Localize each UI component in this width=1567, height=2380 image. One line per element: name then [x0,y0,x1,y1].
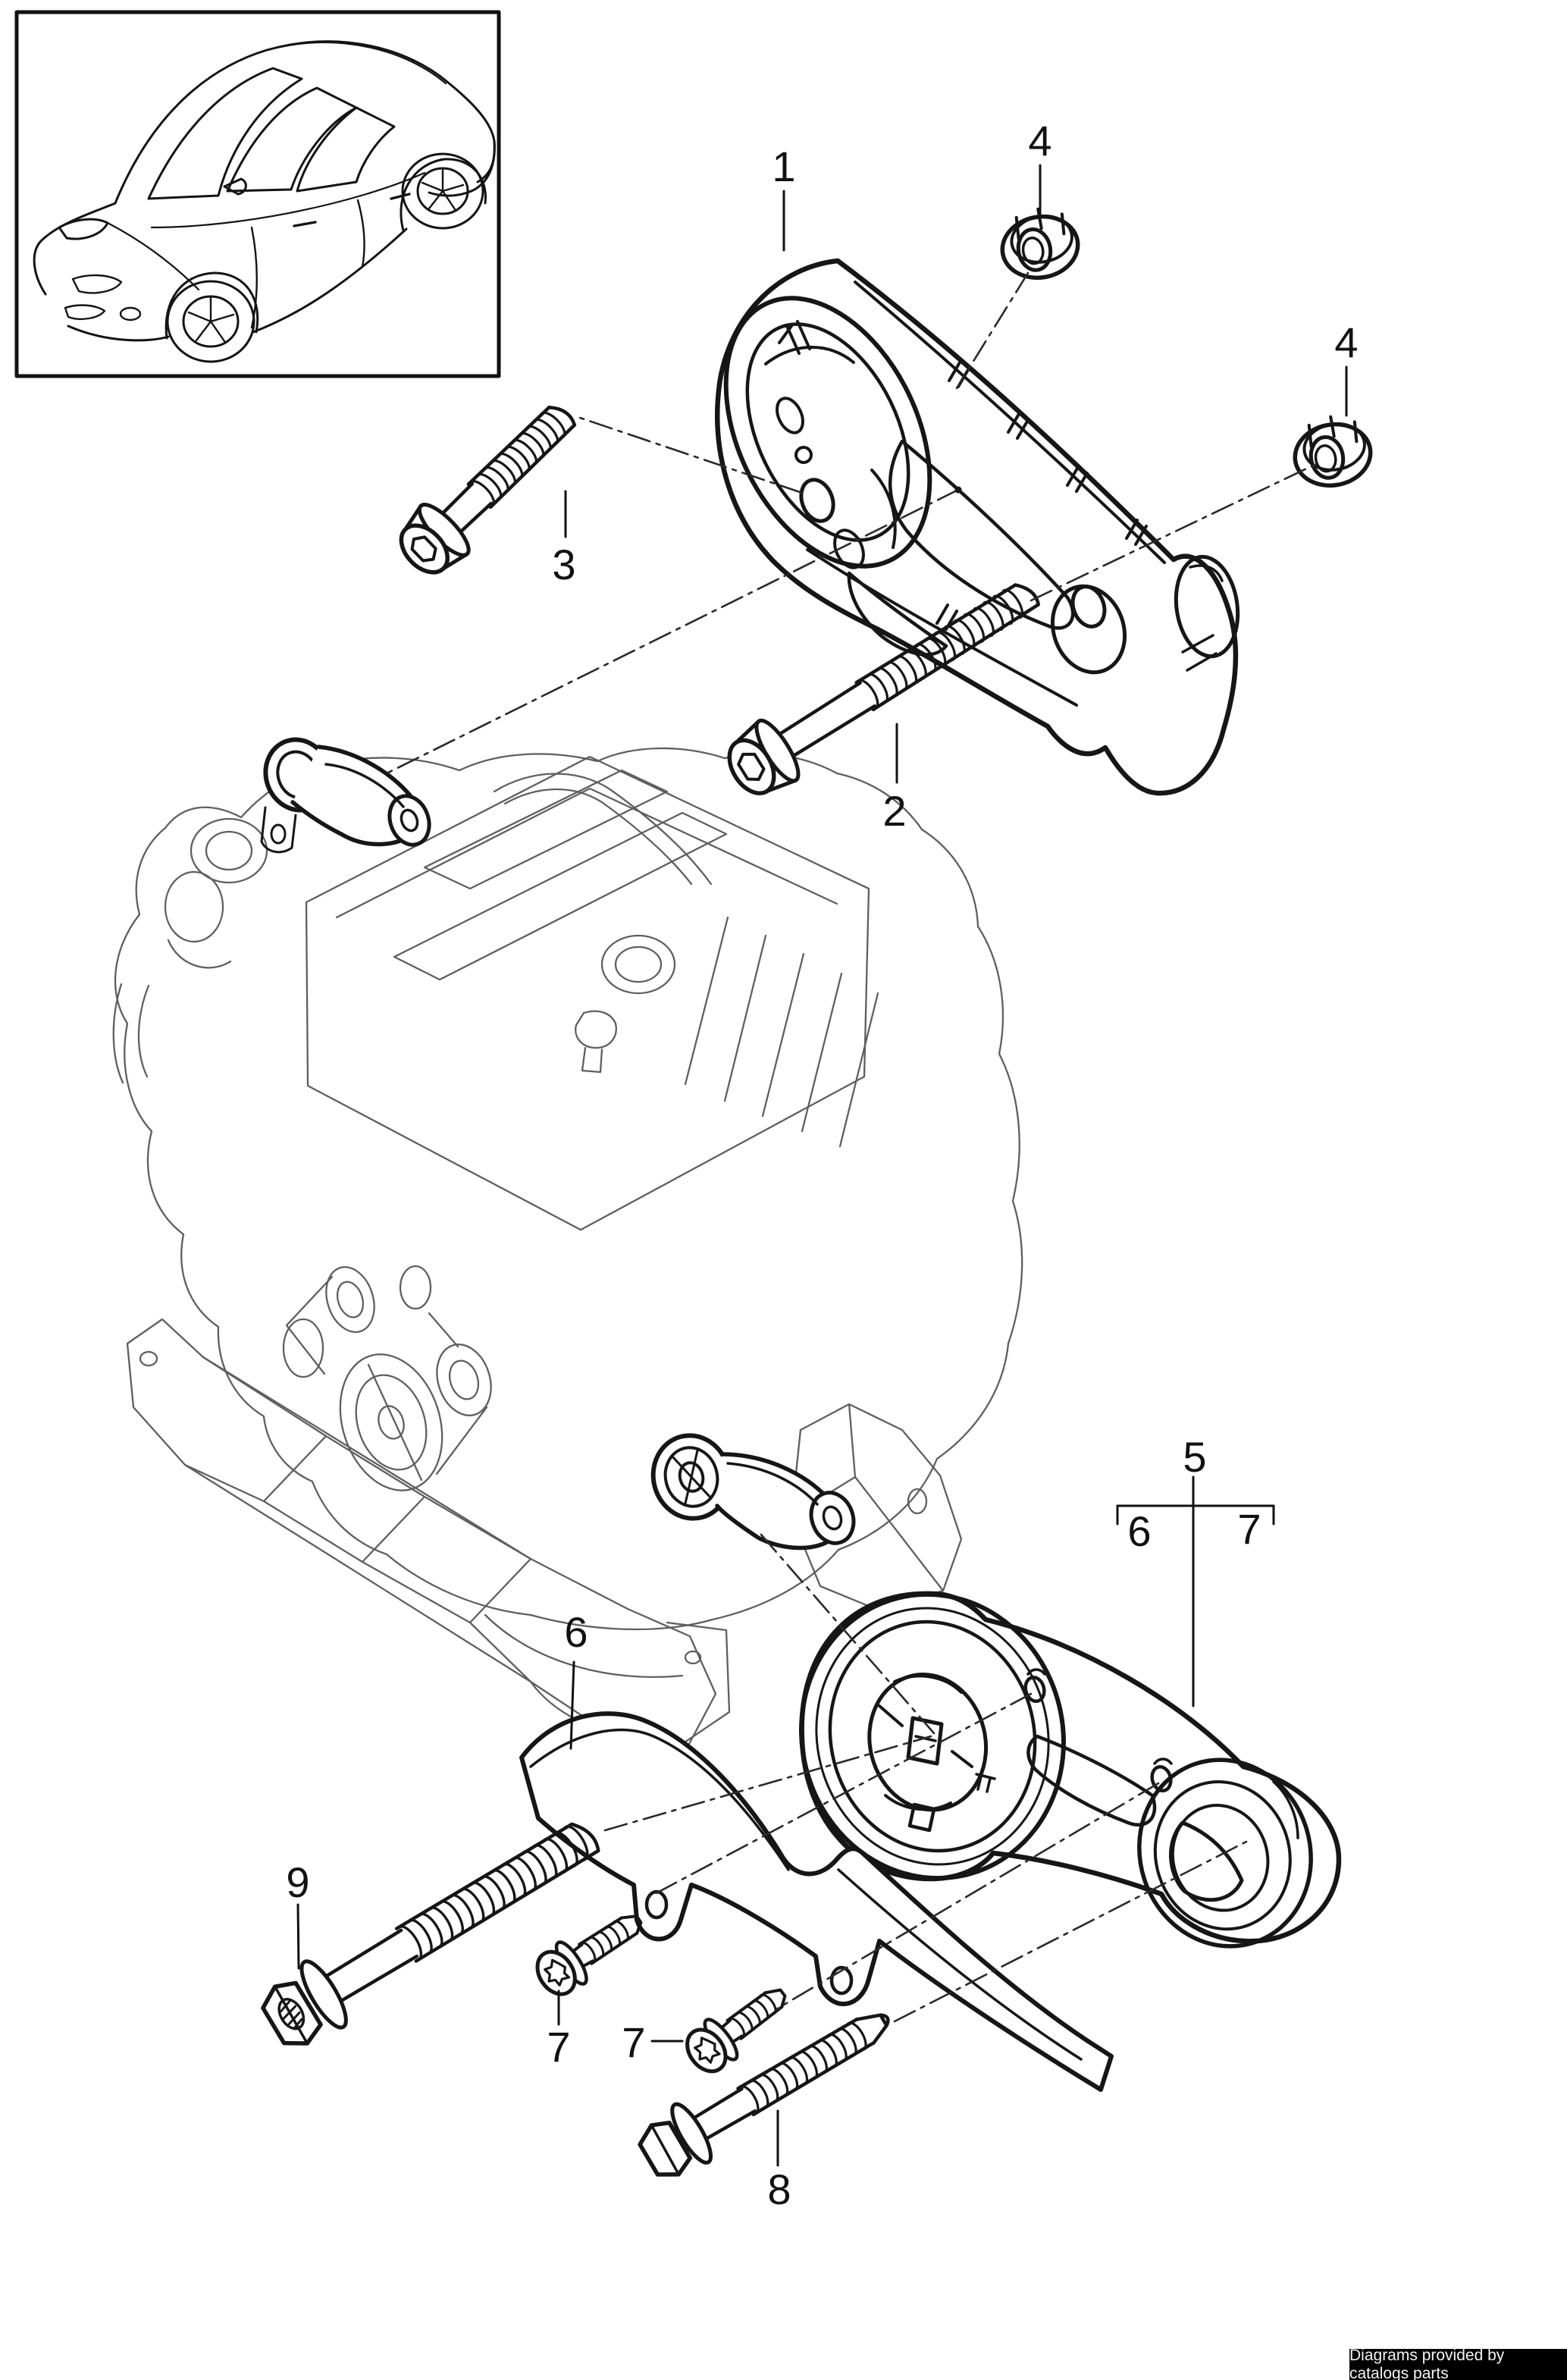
callout-8: 8 [767,2165,791,2213]
car-inset [14,10,501,378]
callout-9: 9 [286,1858,310,1906]
flange-nut-a [1000,207,1080,281]
torque-rod-mount [799,1591,1342,1949]
engine-assembly [112,747,1023,1754]
callout-6: 6 [564,1608,588,1656]
center-dot [954,486,962,494]
callout-4a: 4 [1028,117,1052,165]
callout-7a: 7 [547,2023,571,2071]
centerlines [385,271,1318,2023]
callout-5: 5 [1183,1433,1207,1481]
callout-6g: 6 [1127,1507,1152,1555]
bolt-8 [638,2013,890,2177]
bolt-2 [727,583,1040,795]
flange-nut-b [1293,415,1373,488]
callout-7g: 7 [1237,1505,1261,1553]
callout-7b: 7 [622,2018,646,2066]
support-bracket [519,1711,1114,2092]
callout-3: 3 [552,541,576,588]
callout-1: 1 [772,143,796,190]
assembly-bracket-567 [1116,1475,1275,1707]
callout-2: 2 [882,787,907,835]
leader-lines [296,164,1348,2167]
footer-credit-text: Diagrams provided by catalogs parts [1349,2346,1505,2380]
callout-4b: 4 [1334,318,1359,366]
car-illustration [33,40,496,363]
bolt-3 [399,406,577,575]
engine-mount-upper [715,258,1240,796]
bolt-9 [261,1822,600,2046]
engine-mount-small-lower [650,1433,856,1551]
torx-bolt-7b [685,1988,787,2074]
torx-bolt-7a [535,1914,643,1996]
footer-credit-bar: Diagrams provided by catalogs parts [1349,2346,1567,2380]
engine-mount-small-upper [260,737,431,854]
